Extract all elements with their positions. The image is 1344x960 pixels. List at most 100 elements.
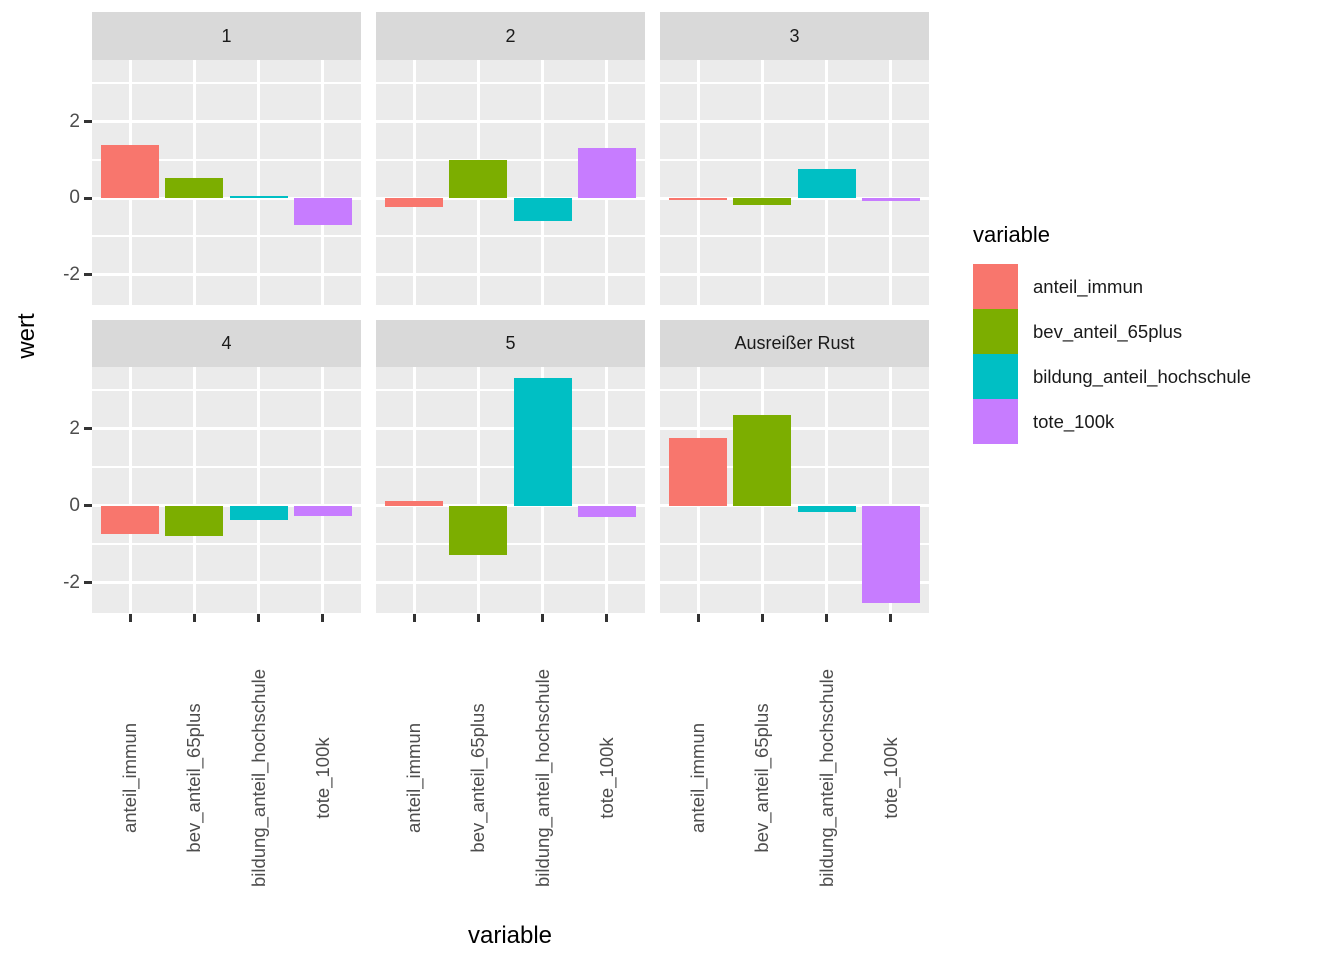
gridline-major — [660, 120, 929, 124]
bar-anteil_immun — [385, 501, 444, 506]
gridline-vertical — [696, 60, 700, 305]
legend-label: bev_anteil_65plus — [1033, 320, 1183, 342]
y-tick-label: 0 — [69, 187, 80, 209]
gridline-major — [92, 120, 361, 124]
bar-tote_100k — [577, 148, 636, 199]
legend-title: variable — [973, 222, 1051, 247]
gridline-vertical — [412, 367, 416, 613]
bar-anteil_immun — [669, 198, 728, 201]
bar-bildung_anteil_hochschule — [229, 195, 288, 199]
y-tick-mark — [84, 427, 92, 431]
facet-strip-label: 2 — [505, 25, 516, 46]
x-tick-mark — [128, 614, 132, 622]
gridline-vertical — [889, 60, 893, 305]
gridline-major — [92, 581, 361, 585]
x-tick-label: bev_anteil_65plus — [467, 703, 489, 853]
facet-strip-label: 5 — [505, 333, 516, 353]
gridline-major — [92, 273, 361, 277]
gridline-minor — [660, 235, 929, 238]
legend-entry: anteil_immun — [973, 264, 1251, 309]
y-tick-mark — [84, 196, 92, 200]
x-tick-label: tote_100k — [311, 737, 333, 819]
facet-strip: 1 — [92, 12, 361, 60]
bar-bildung_anteil_hochschule — [797, 169, 856, 199]
gridline-vertical — [128, 367, 132, 613]
facet-strip: Ausreißer Rust — [660, 320, 929, 367]
bar-bev_anteil_65plus — [449, 505, 508, 555]
gridline-minor — [376, 543, 645, 546]
gridline-major — [376, 196, 645, 200]
gridline-major — [660, 581, 929, 585]
gridline-minor — [660, 543, 929, 546]
y-tick-label: 0 — [69, 494, 80, 516]
legend-swatch-bev-anteil-65plus — [973, 309, 1018, 354]
gridline-major — [92, 427, 361, 431]
x-axis-title: variable — [467, 922, 553, 949]
gridline-vertical — [412, 60, 416, 305]
gridline-major — [92, 196, 361, 200]
bar-bildung_anteil_hochschule — [513, 378, 572, 506]
gridline-minor — [92, 158, 361, 161]
y-tick-label: 2 — [69, 417, 80, 439]
facet-panel — [660, 60, 929, 305]
gridline-minor — [376, 235, 645, 238]
x-tick-label: tote_100k — [595, 737, 617, 819]
gridline-vertical — [541, 60, 545, 305]
gridline-major — [92, 504, 361, 508]
y-tick-mark — [84, 120, 92, 124]
x-tick-label: bildung_anteil_hochschule — [815, 668, 837, 888]
legend-entry: bev_anteil_65plus — [973, 309, 1251, 354]
bar-tote_100k — [577, 505, 636, 518]
x-tick-label: anteil_immun — [687, 722, 709, 834]
legend-entry: bildung_anteil_hochschule — [973, 354, 1251, 399]
gridline-minor — [660, 158, 929, 161]
gridline-minor — [376, 82, 645, 85]
facet-strip-label: 1 — [221, 25, 232, 46]
bar-tote_100k — [861, 505, 920, 603]
bar-bildung_anteil_hochschule — [797, 505, 856, 512]
y-tick-label: -2 — [63, 571, 80, 593]
bar-anteil_immun — [669, 438, 728, 506]
facet-strip: 5 — [376, 320, 645, 367]
x-tick-mark — [192, 614, 196, 622]
x-tick-mark — [476, 614, 480, 622]
gridline-minor — [92, 235, 361, 238]
y-tick-mark — [84, 504, 92, 508]
x-tick-mark — [889, 614, 893, 622]
gridline-minor — [660, 389, 929, 392]
legend-swatch-bildung-anteil-hochschule — [973, 354, 1018, 399]
gridline-vertical — [257, 60, 261, 305]
legend-swatch-tote-100k — [973, 399, 1018, 444]
bar-bev_anteil_65plus — [733, 415, 792, 506]
gridline-vertical — [605, 367, 609, 613]
bar-tote_100k — [293, 505, 352, 517]
y-tick-mark — [84, 581, 92, 585]
facet-strip: 2 — [376, 12, 645, 60]
facet-panel — [92, 367, 361, 613]
gridline-vertical — [825, 367, 829, 613]
bar-bev_anteil_65plus — [733, 198, 792, 205]
facet-strip-label: 3 — [789, 25, 800, 46]
gridline-vertical — [257, 367, 261, 613]
x-tick-mark — [696, 614, 700, 622]
gridline-major — [376, 427, 645, 431]
gridline-major — [376, 504, 645, 508]
gridline-major — [376, 581, 645, 585]
x-tick-label: bev_anteil_65plus — [183, 703, 205, 853]
facet-panel — [376, 367, 645, 613]
gridline-minor — [92, 543, 361, 546]
x-tick-mark — [825, 614, 829, 622]
gridline-vertical — [889, 367, 893, 613]
bar-anteil_immun — [101, 505, 160, 534]
gridline-vertical — [321, 60, 325, 305]
bar-bildung_anteil_hochschule — [513, 198, 572, 222]
bar-anteil_immun — [385, 198, 444, 208]
gridline-major — [660, 273, 929, 277]
x-tick-label: bildung_anteil_hochschule — [531, 668, 553, 888]
gridline-minor — [376, 466, 645, 469]
gridline-minor — [660, 82, 929, 85]
bar-anteil_immun — [101, 144, 160, 199]
gridline-minor — [376, 158, 645, 161]
bar-bev_anteil_65plus — [165, 505, 224, 536]
